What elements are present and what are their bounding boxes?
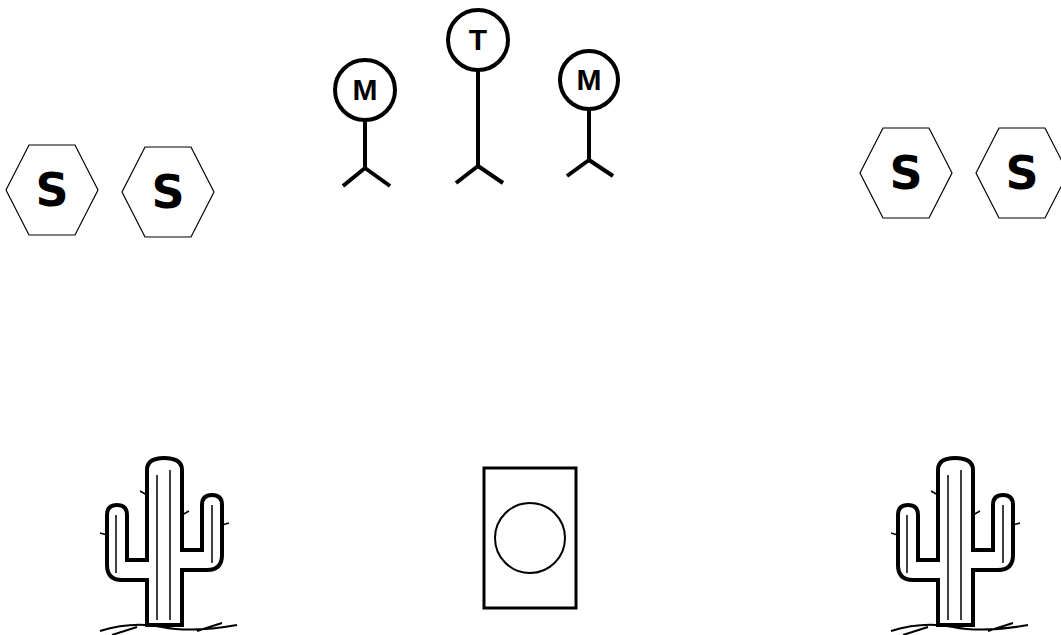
- hexagon-marker: S: [6, 144, 98, 236]
- player-circle: M: [333, 58, 397, 122]
- hexagon-shape: [6, 145, 98, 235]
- goal-box: [484, 468, 576, 608]
- player-letter: T: [469, 25, 487, 55]
- hexagon-marker: S: [976, 127, 1061, 219]
- hexagon-shape: [860, 128, 952, 218]
- cactus: [891, 458, 1028, 635]
- marker-letter: S: [889, 150, 922, 196]
- hexagon-shape: [122, 147, 214, 237]
- hexagon-shape: [976, 128, 1061, 218]
- player-letter: M: [577, 65, 602, 95]
- marker-letter: S: [35, 167, 68, 213]
- cactus: [100, 458, 237, 635]
- player-circle: T: [446, 8, 510, 72]
- player-circle: M: [558, 49, 620, 111]
- marker-letter: S: [1005, 150, 1038, 196]
- hexagon-marker: S: [860, 127, 952, 219]
- player-letter: M: [353, 75, 378, 105]
- hexagon-marker: S: [122, 146, 214, 238]
- marker-letter: S: [151, 169, 184, 215]
